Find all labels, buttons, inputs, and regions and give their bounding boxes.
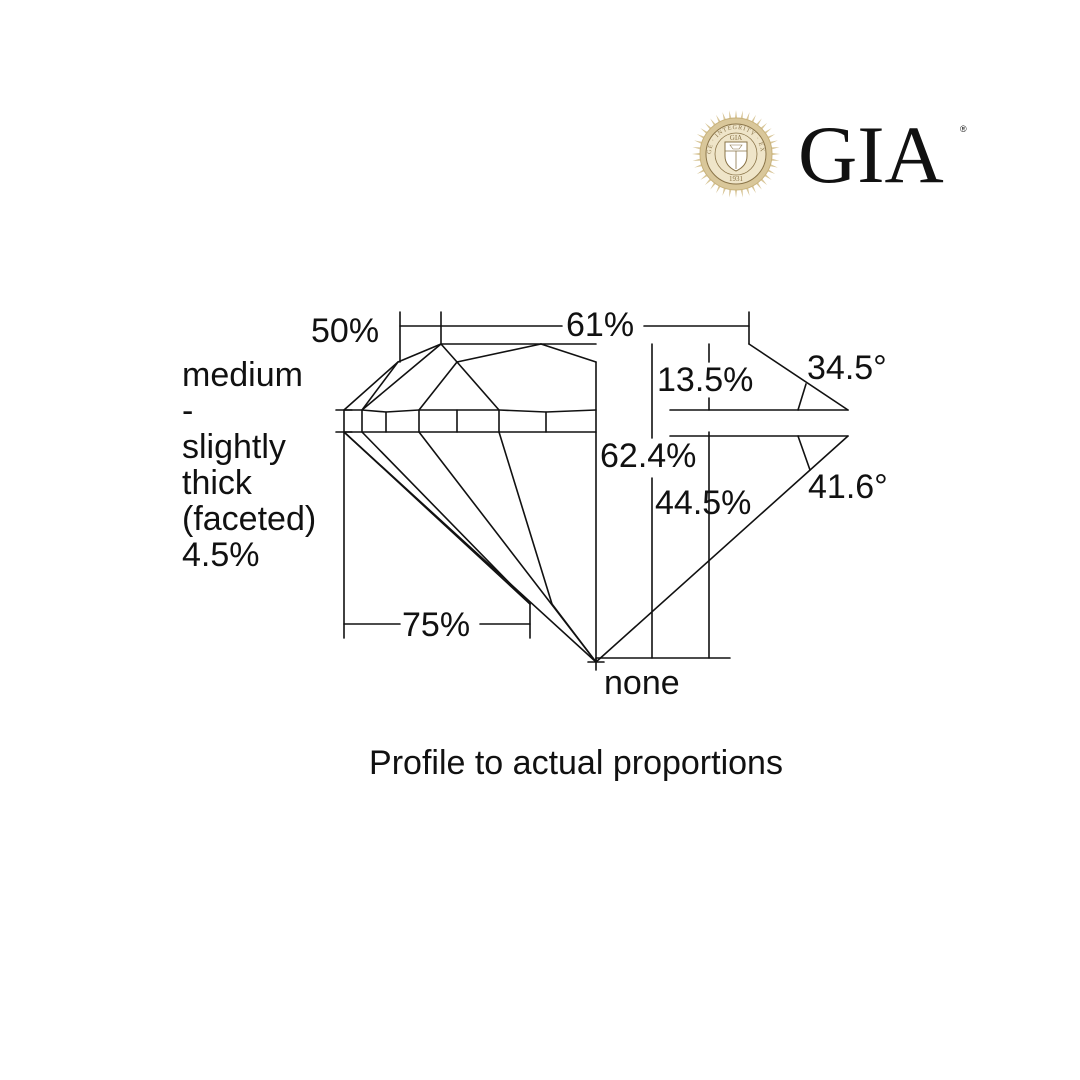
seal-year: 1931 — [729, 175, 744, 183]
gia-logo: GIA 1931 KNOWLEDGE · INTEGRITY · EXCELLE… — [692, 109, 967, 200]
seal-monogram: GIA — [730, 134, 742, 142]
girdle-line-4: thick — [182, 464, 253, 502]
table-percentage: 61% — [566, 306, 634, 344]
diagram-caption: Profile to actual proportions — [369, 744, 783, 782]
gia-wordmark: GIA — [798, 109, 944, 200]
lower-half-percentage: 75% — [402, 606, 470, 644]
girdle-line-5: (faceted) — [182, 500, 316, 538]
girdle-line-1: medium — [182, 356, 303, 394]
girdle-line-6: 4.5% — [182, 536, 260, 574]
gia-seal-icon: GIA 1931 KNOWLEDGE · INTEGRITY · EXCELLE… — [692, 110, 780, 198]
crown-angle: 34.5° — [807, 349, 887, 387]
total-depth-percentage: 62.4% — [600, 437, 696, 475]
culet-label: none — [604, 664, 680, 702]
pavilion-angle: 41.6° — [808, 468, 888, 506]
dimension-lines — [335, 311, 849, 671]
registered-mark: ® — [960, 124, 967, 134]
girdle-line-3: slightly — [182, 428, 286, 466]
crown-facets — [361, 343, 597, 411]
pavilion-facets — [343, 431, 597, 663]
pavilion-depth-percentage: 44.5% — [655, 484, 751, 522]
girdle-line-2: - — [182, 392, 193, 430]
star-percentage: 50% — [311, 312, 379, 350]
crown-height-percentage: 13.5% — [657, 361, 753, 399]
girdle-label: medium - slightly thick (faceted) 4.5% — [182, 356, 316, 574]
